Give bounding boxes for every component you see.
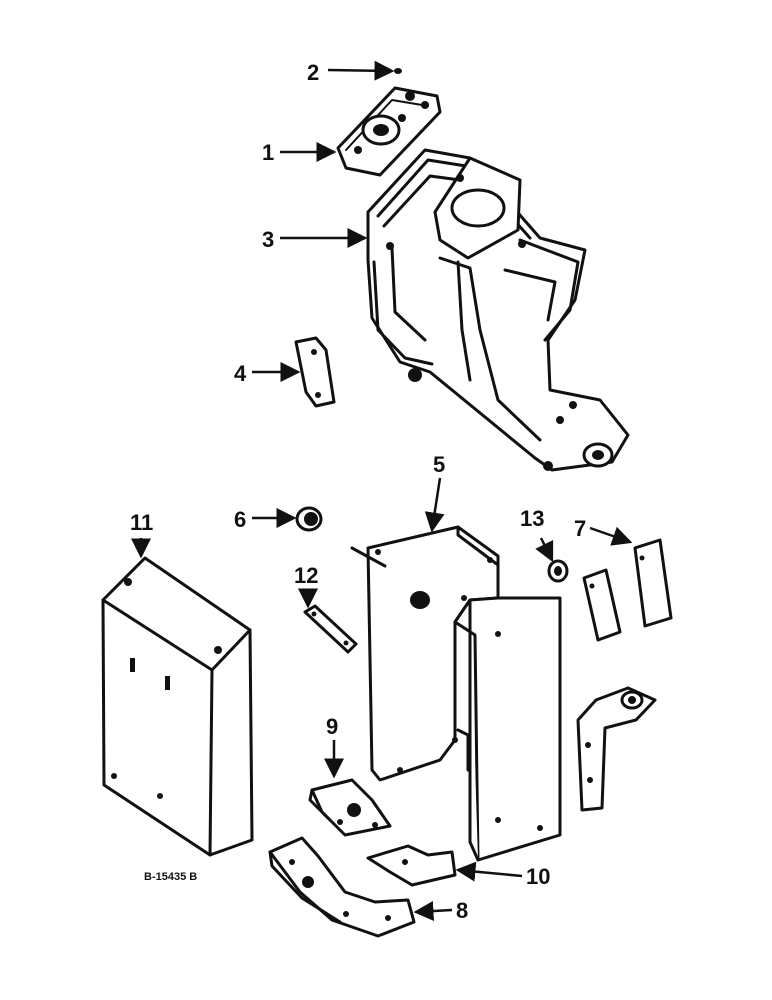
part-12-bracket-strap: [303, 604, 358, 654]
callout-3: 3: [262, 227, 274, 252]
part-5-shield-panel: [350, 525, 562, 862]
part-2-screw: [394, 68, 402, 74]
part-9-skid-plate: [308, 778, 392, 837]
part-1-cover-plate: [336, 86, 442, 177]
drawing-reference-number: B-15435 B: [144, 871, 197, 883]
callout-4: 4: [234, 361, 247, 386]
callout-6: 6: [234, 507, 246, 532]
callout-10: 10: [526, 864, 550, 889]
callout-8: 8: [456, 898, 468, 923]
part-7-gaskets: [582, 538, 673, 642]
callout-11: 11: [130, 510, 153, 535]
part-8-skid-plate: [268, 836, 416, 938]
callout-labels: 2 1 3 4 5 6 7 13 12 11 9 10 8: [130, 60, 586, 923]
callout-7: 7: [574, 516, 586, 541]
part-4-gasket-plate: [294, 336, 336, 408]
part-6-plug: [295, 506, 323, 532]
part-10-plate: [366, 844, 457, 887]
part-11-side-panel: [101, 556, 254, 857]
part-13-grommet: [547, 559, 569, 583]
callout-1: 1: [262, 140, 274, 165]
callout-13: 13: [520, 506, 544, 531]
leader-lines: [131, 60, 633, 922]
mounting-bracket: [576, 686, 657, 812]
callout-9: 9: [326, 714, 338, 739]
callout-12: 12: [294, 563, 318, 588]
callout-5: 5: [433, 452, 445, 477]
part-3-frame-housing: [366, 148, 630, 472]
callout-2: 2: [307, 60, 319, 85]
